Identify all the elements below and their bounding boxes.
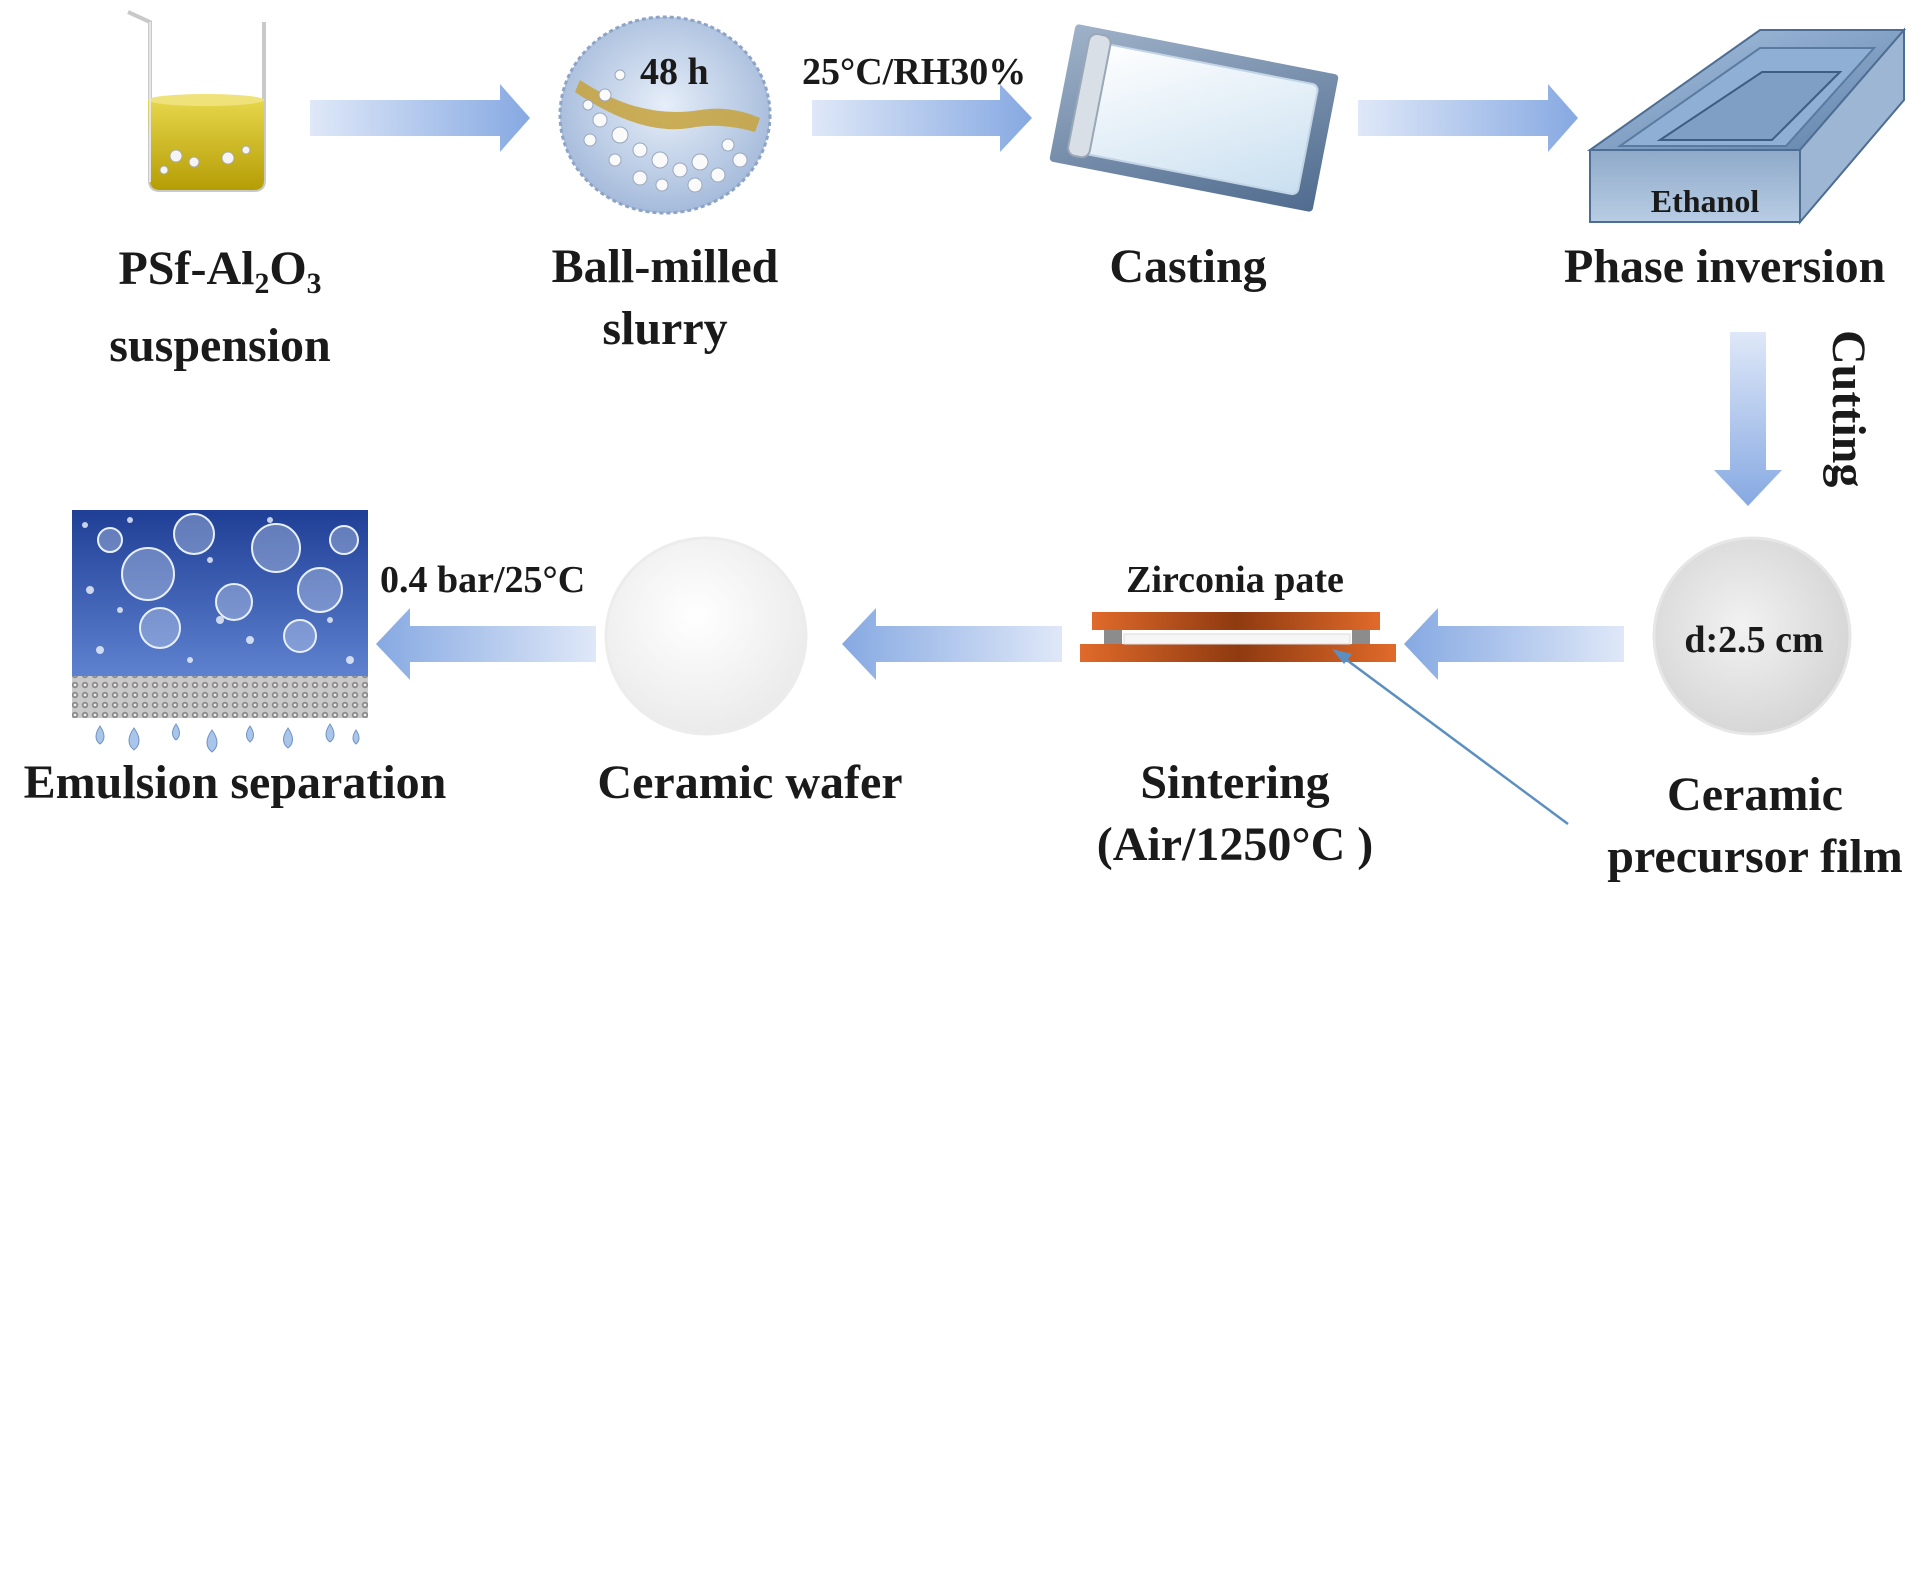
zirconia-plates-icon	[1080, 612, 1396, 662]
arrow-slurry-to-casting	[812, 84, 1032, 152]
slurry-jar-icon	[558, 15, 772, 215]
arrow-wafer-to-emulsion	[376, 608, 596, 680]
casting-label: Casting	[1109, 240, 1267, 293]
ball-milled-line2: slurry	[602, 302, 728, 355]
ethanol-label: Ethanol	[1650, 183, 1760, 219]
ceramic-wafer-icon	[604, 536, 808, 736]
suspension-label: PSf-Al2O3 suspension	[50, 238, 390, 377]
diameter-label: d:2.5 cm	[1684, 619, 1824, 661]
precursor-film-line2: precursor film	[1607, 830, 1903, 883]
milling-time-label: 48 h	[640, 51, 709, 93]
ethanol-bath-icon	[1586, 27, 1907, 225]
ceramic-wafer-label: Ceramic wafer	[597, 756, 903, 809]
arrow-suspension-to-slurry	[310, 84, 530, 152]
ball-milled-line1: Ball-milled	[551, 240, 779, 293]
callout-pointer	[1332, 649, 1569, 826]
emulsion-separation-label: Emulsion separation	[23, 756, 447, 809]
casting-condition-label: 25°C/RH30%	[802, 51, 1027, 93]
cutting-label: Cutting	[1822, 330, 1875, 488]
sintering-line2: (Air/1250°C )	[1096, 818, 1374, 871]
sintering-label: Sintering (Air/1250°C )	[1070, 752, 1400, 876]
emulsion-membrane-icon	[72, 510, 368, 753]
membrane-layer	[72, 676, 368, 718]
arrow-film-to-sintering	[1404, 608, 1624, 680]
casting-plate-icon	[1049, 24, 1339, 212]
suspension-formula: PSf-Al2O3	[118, 242, 322, 300]
suspension-line2: suspension	[109, 318, 331, 372]
beaker-icon	[127, 10, 266, 192]
zirconia-plate-label: Zirconia pate	[1126, 559, 1344, 601]
pressure-condition-label: 0.4 bar/25°C	[380, 559, 586, 601]
liquid-suspension	[148, 100, 264, 190]
phase-inversion-label: Phase inversion	[1564, 240, 1886, 293]
arrow-sintering-to-wafer	[842, 608, 1062, 680]
precursor-film-line1: Ceramic	[1667, 768, 1843, 821]
precursor-film-label: Ceramic precursor film	[1590, 764, 1920, 888]
sintering-line1: Sintering	[1140, 756, 1330, 809]
precursor-disc-icon	[1652, 536, 1852, 736]
arrow-cutting-down	[1714, 332, 1782, 506]
arrow-casting-to-phase-inversion	[1358, 84, 1578, 152]
ball-milled-label: Ball-milled slurry	[500, 236, 830, 360]
